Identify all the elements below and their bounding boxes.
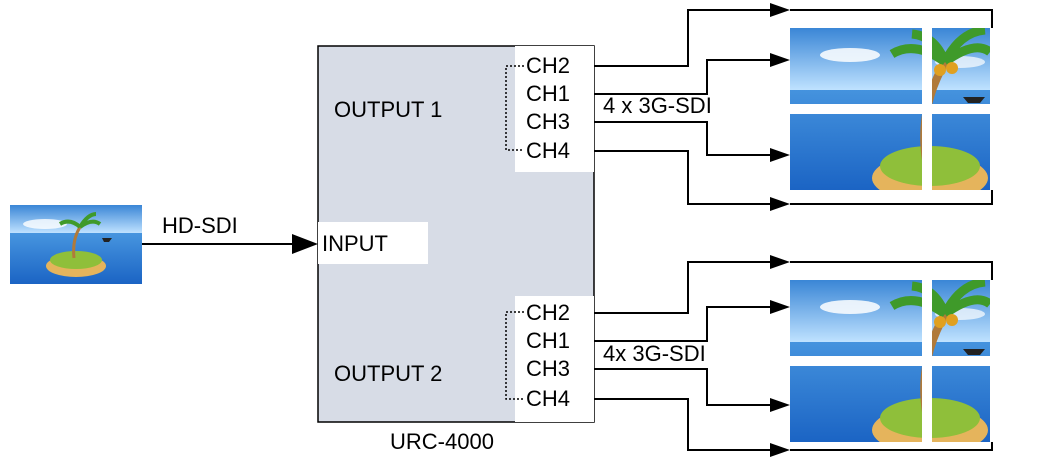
output2-arrow-ch1 xyxy=(770,300,790,314)
output1-arrow-ch2 xyxy=(770,3,790,17)
output1-channel-ch1: CH1 xyxy=(526,81,570,106)
output2-channel-panel xyxy=(515,296,594,422)
output2-label: OUTPUT 2 xyxy=(334,361,442,386)
output2-wire-ch1 xyxy=(594,306,770,342)
output1-display-wall xyxy=(790,28,990,190)
source-image xyxy=(10,205,142,284)
output2-arrow-ch3 xyxy=(770,398,790,412)
output2-arrow-ch4 xyxy=(770,443,790,457)
output2-arrow-ch2 xyxy=(770,255,790,269)
output2-link-bracket xyxy=(505,311,524,400)
output2-signal-label: 4x 3G-SDI xyxy=(603,341,706,366)
input-label: INPUT xyxy=(322,231,388,256)
output1-arrow-ch1 xyxy=(770,53,790,67)
output1-return-bottom xyxy=(790,190,993,205)
input-port xyxy=(318,222,428,264)
output1-link-bracket xyxy=(505,65,524,151)
output1-channel-ch3: CH3 xyxy=(526,109,570,134)
output1-label: OUTPUT 1 xyxy=(334,97,442,122)
output1-channel-ch2: CH2 xyxy=(526,53,570,78)
output2-wire-ch2 xyxy=(594,261,770,314)
output2-channel-ch1: CH1 xyxy=(526,328,570,353)
output1-return-top xyxy=(790,9,993,28)
output1-wall-divider-h xyxy=(790,104,990,114)
output1-arrow-ch3 xyxy=(770,148,790,162)
output2-return-bottom xyxy=(790,442,993,451)
output2-channel-ch2: CH2 xyxy=(526,300,570,325)
output2-return-top xyxy=(790,261,993,280)
output1-wire-ch2 xyxy=(594,9,770,67)
output1-channel-ch4: CH4 xyxy=(526,138,570,163)
output1-wire-ch3 xyxy=(594,121,770,156)
output1-signal-label: 4 x 3G-SDI xyxy=(603,93,712,118)
output2-display-wall xyxy=(790,280,990,442)
output2-wall-divider-h xyxy=(790,356,990,366)
output2-channel-ch4: CH4 xyxy=(526,386,570,411)
input-arrowhead xyxy=(292,234,318,254)
output2-wire-ch3 xyxy=(594,368,770,406)
input-signal-label: HD-SDI xyxy=(162,213,238,238)
output1-wire-ch4 xyxy=(594,150,770,205)
output1-arrow-ch4 xyxy=(770,197,790,211)
output2-channel-ch3: CH3 xyxy=(526,356,570,381)
output1-channel-panel xyxy=(515,46,594,172)
device-name: URC-4000 xyxy=(390,429,494,454)
output2-wire-ch4 xyxy=(594,398,770,451)
output1-wire-ch1 xyxy=(594,59,770,95)
